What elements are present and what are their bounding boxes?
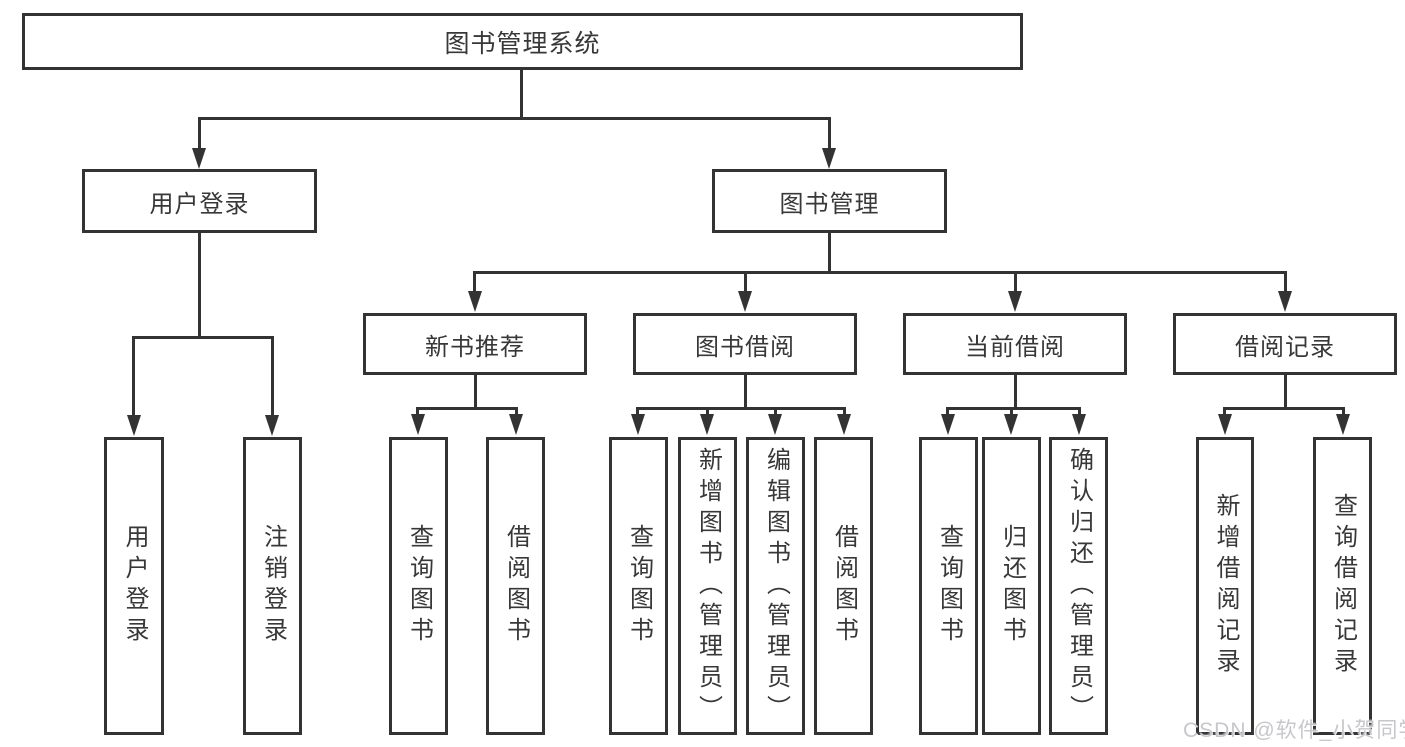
arrow-down-icon (1004, 414, 1018, 435)
leaf-query-books-1: 查询图书 (389, 437, 448, 735)
leaf-add-books-admin-label: 新增图书（管理员） (694, 446, 722, 726)
connector-line (198, 117, 831, 120)
connector-line (946, 407, 949, 417)
node-current-borrow: 当前借阅 (903, 313, 1127, 375)
connector-line (828, 233, 831, 274)
connector-line (473, 271, 476, 295)
connector-line (843, 407, 846, 417)
connector-line (1223, 407, 1345, 410)
leaf-user-login-label: 用户登录 (121, 524, 148, 648)
arrow-down-icon (700, 414, 714, 435)
leaf-query-borrow-record: 查询借阅记录 (1313, 437, 1372, 735)
leaf-borrow-books-1-label: 借阅图书 (502, 524, 530, 648)
node-new-book-recommend-label: 新书推荐 (425, 333, 525, 361)
connector-line (198, 117, 201, 150)
node-book-management-label: 图书管理 (779, 190, 880, 218)
arrow-down-icon (768, 414, 782, 435)
node-current-borrow-label: 当前借阅 (965, 333, 1065, 361)
node-library-system: 图书管理系统 (22, 13, 1023, 70)
connector-line (1223, 407, 1226, 417)
leaf-query-books-2-label: 查询图书 (625, 524, 653, 648)
arrow-down-icon (411, 414, 425, 435)
arrow-down-icon (631, 414, 645, 435)
connector-line (1010, 407, 1013, 417)
node-library-system-label: 图书管理系统 (444, 29, 601, 58)
node-book-borrow: 图书借阅 (633, 313, 857, 375)
connector-line (828, 117, 831, 150)
connector-line (198, 232, 201, 339)
leaf-logout-login: 注销登录 (243, 437, 302, 735)
connector-line (636, 407, 639, 417)
connector-line (132, 336, 135, 417)
arrow-down-icon (822, 148, 836, 169)
leaf-borrow-books-2-label: 借阅图书 (830, 524, 858, 648)
arrow-down-icon (265, 415, 279, 436)
leaf-add-borrow-record-label: 新增借阅记录 (1212, 493, 1239, 679)
connector-line (520, 69, 523, 119)
connector-line (1014, 375, 1017, 409)
arrow-down-icon (1008, 291, 1022, 312)
leaf-query-books-3: 查询图书 (919, 437, 978, 735)
connector-line (515, 407, 518, 417)
connector-line (706, 407, 709, 417)
node-book-management: 图书管理 (712, 169, 947, 233)
arrow-down-icon (1336, 414, 1350, 435)
connector-line (744, 271, 747, 295)
connector-line (474, 375, 477, 409)
leaf-user-login: 用户登录 (104, 437, 164, 735)
node-borrow-records-label: 借阅记录 (1235, 333, 1335, 361)
connector-line (473, 271, 1287, 274)
leaf-return-books-label: 归还图书 (998, 524, 1026, 648)
arrow-down-icon (468, 291, 482, 312)
connector-line (1284, 271, 1287, 295)
arrow-down-icon (1072, 414, 1086, 435)
leaf-add-books-admin: 新增图书（管理员） (678, 437, 737, 735)
csdn-watermark: CSDN @软件_小贺同学 (1183, 719, 1405, 742)
connector-line (1014, 271, 1017, 295)
connector-line (636, 407, 846, 410)
connector-line (1342, 407, 1345, 417)
arrow-down-icon (1218, 414, 1232, 435)
connector-line (744, 375, 747, 409)
leaf-add-borrow-record: 新增借阅记录 (1196, 437, 1254, 735)
connector-line (1284, 375, 1287, 409)
leaf-query-books-3-label: 查询图书 (935, 524, 963, 648)
connector-line (416, 407, 419, 417)
leaf-borrow-books-1: 借阅图书 (486, 437, 545, 735)
leaf-query-books-2: 查询图书 (609, 437, 668, 735)
node-user-login: 用户登录 (82, 169, 317, 233)
connector-line (774, 407, 777, 417)
arrow-down-icon (738, 291, 752, 312)
connector-line (946, 407, 1081, 410)
connector-line (271, 336, 274, 417)
leaf-edit-books-admin: 编辑图书（管理员） (746, 437, 805, 735)
leaf-borrow-books-2: 借阅图书 (814, 437, 873, 735)
connector-line (132, 336, 274, 339)
node-user-login-label: 用户登录 (149, 190, 250, 218)
node-borrow-records: 借阅记录 (1173, 313, 1397, 375)
leaf-return-books: 归还图书 (982, 437, 1041, 735)
arrow-down-icon (1278, 291, 1292, 312)
node-new-book-recommend: 新书推荐 (363, 313, 587, 375)
arrow-down-icon (509, 414, 523, 435)
leaf-query-books-1-label: 查询图书 (405, 524, 433, 648)
arrow-down-icon (192, 148, 206, 169)
leaf-logout-login-label: 注销登录 (259, 524, 287, 648)
connector-line (1078, 407, 1081, 417)
connector-line (416, 407, 518, 410)
leaf-confirm-return-admin: 确认归还（管理员） (1049, 437, 1108, 735)
arrow-down-icon (941, 414, 955, 435)
arrow-down-icon (837, 414, 851, 435)
arrow-down-icon (127, 415, 141, 436)
leaf-edit-books-admin-label: 编辑图书（管理员） (762, 446, 790, 726)
leaf-query-borrow-record-label: 查询借阅记录 (1329, 493, 1357, 679)
leaf-confirm-return-admin-label: 确认归还（管理员） (1065, 446, 1093, 726)
node-book-borrow-label: 图书借阅 (695, 333, 795, 361)
